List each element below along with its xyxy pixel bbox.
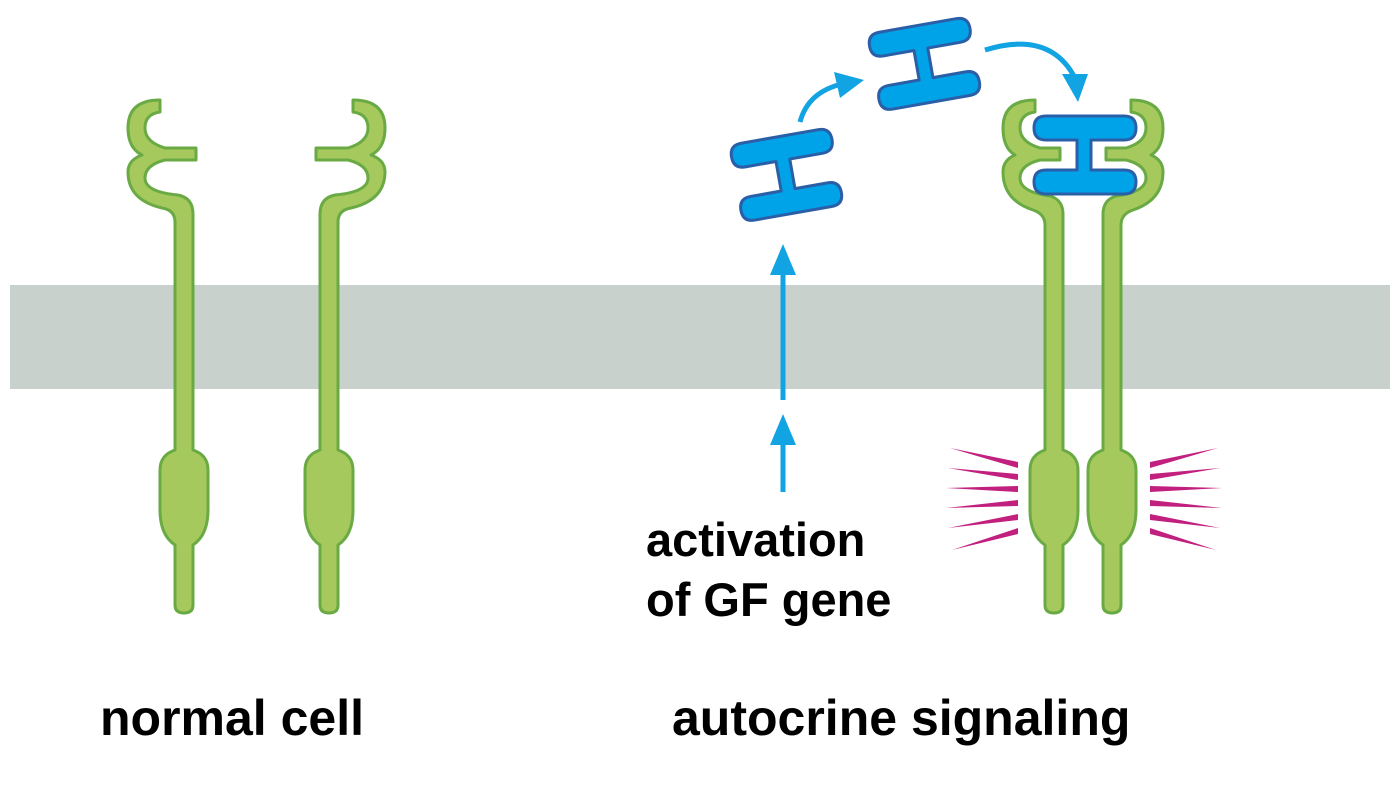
autocrine-signaling-label: autocrine signaling	[672, 690, 1131, 746]
receptor-icon	[1086, 98, 1165, 615]
receptor-icon	[1001, 98, 1080, 615]
secretion-arrow	[780, 41, 1078, 492]
growth-factor-icon	[729, 127, 844, 222]
cell-membrane	[10, 285, 1390, 389]
activation-label-line1: activation	[646, 513, 866, 566]
receptor-icon	[303, 98, 387, 615]
signal-burst-icon	[946, 448, 1222, 550]
growth-factor-icon	[867, 16, 982, 111]
activation-label: activation of GF gene	[646, 510, 891, 630]
receptor-icon	[126, 98, 210, 615]
normal-cell-label: normal cell	[100, 690, 364, 746]
activation-label-line2: of GF gene	[646, 573, 892, 626]
arrowhead-icon	[770, 72, 1088, 445]
growth-factor-icon	[1032, 114, 1138, 196]
